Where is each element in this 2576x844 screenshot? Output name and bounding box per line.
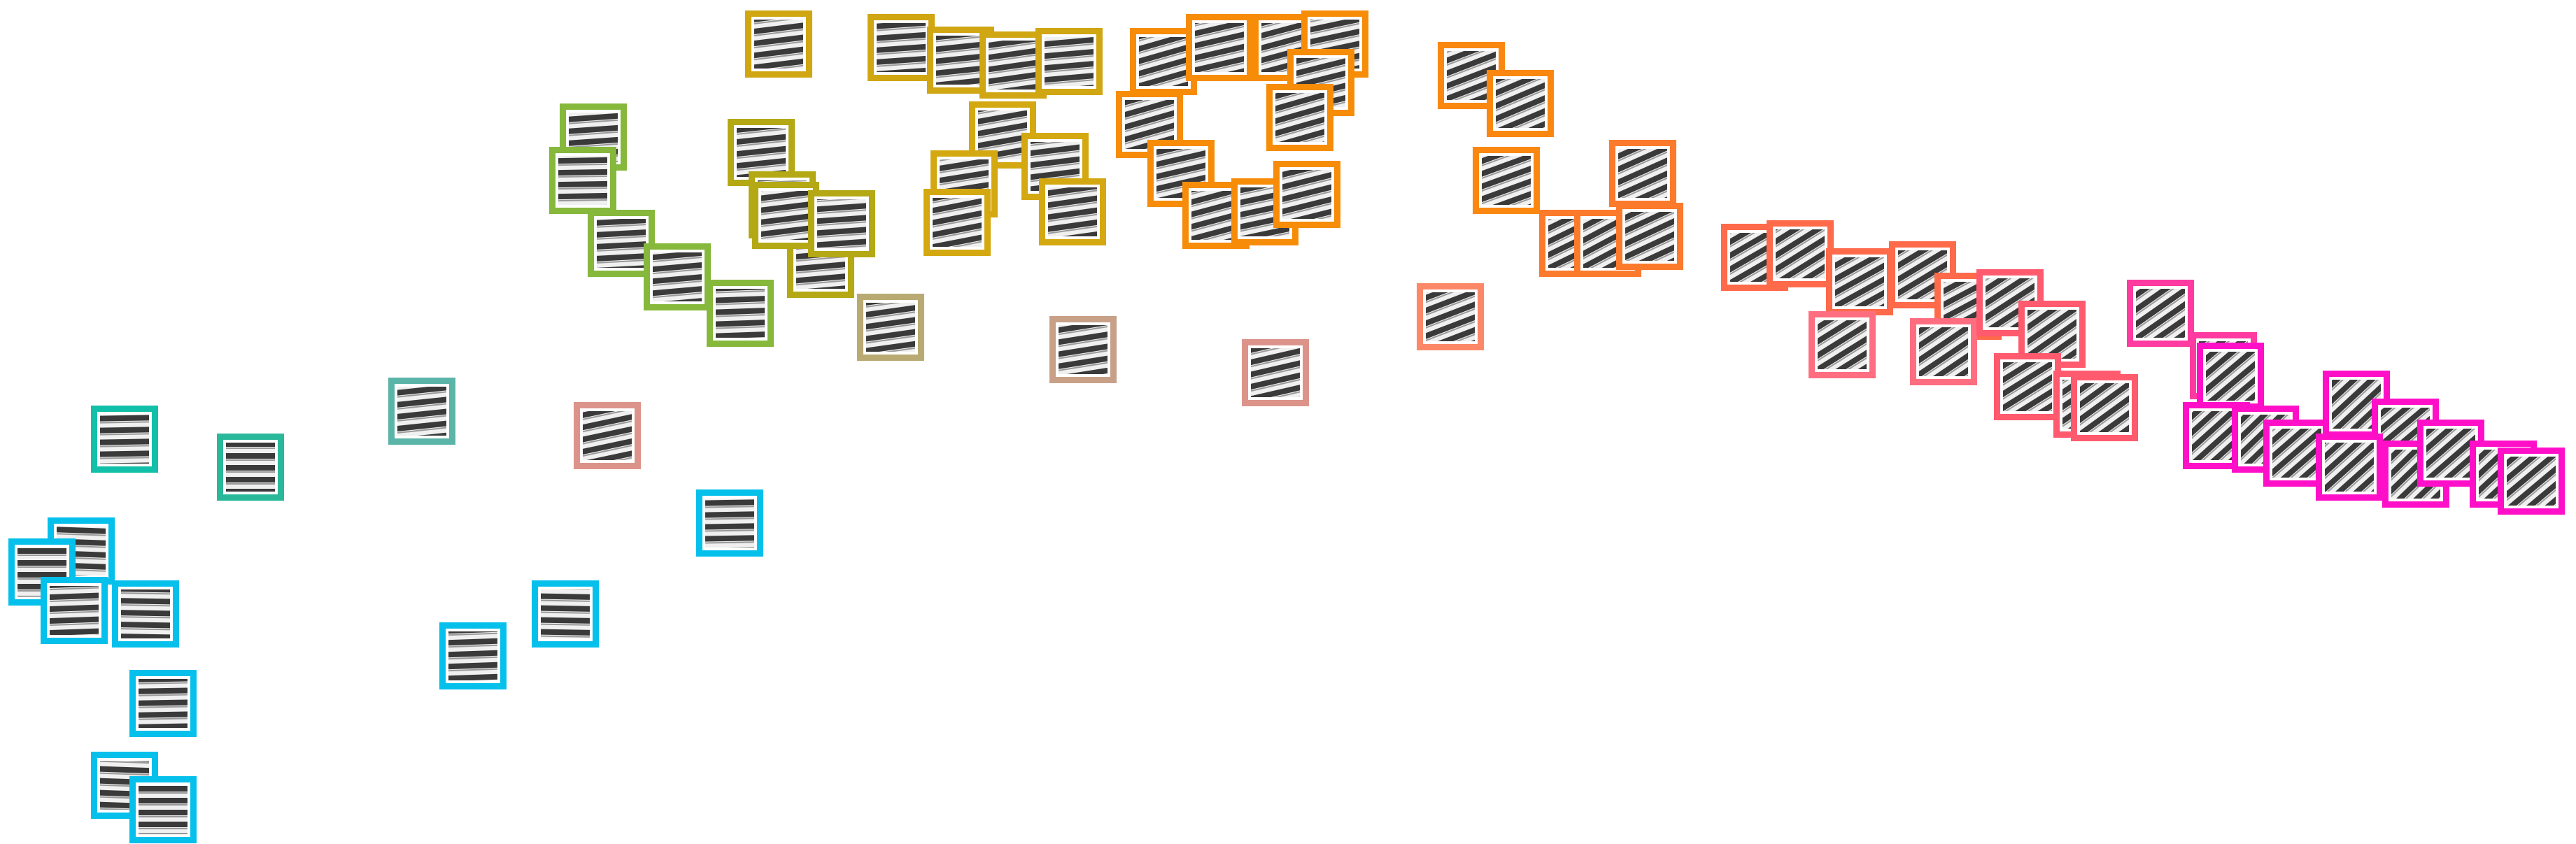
stripe-texture (1139, 37, 1188, 86)
stripe-texture (1618, 149, 1667, 198)
stripe-texture (2206, 352, 2255, 401)
texture-tile (707, 280, 774, 347)
stripe-texture (1426, 292, 1475, 341)
stripe-texture (2136, 289, 2185, 338)
texture-tile (1609, 140, 1676, 207)
texture-tile (696, 489, 763, 557)
stripe-texture (866, 303, 915, 352)
texture-tile (1186, 14, 1253, 81)
texture-tile (1273, 161, 1340, 228)
stripe-texture (653, 252, 702, 301)
stripe-texture (989, 41, 1038, 90)
texture-tile (549, 147, 616, 214)
texture-tile (2498, 448, 2565, 515)
texture-tile (1266, 84, 1333, 151)
stripe-texture (50, 586, 99, 635)
stripe-texture (1048, 187, 1097, 236)
texture-tile (1616, 203, 1683, 270)
texture-tile (2417, 420, 2484, 487)
texture-tile (112, 580, 179, 648)
stripe-texture (754, 20, 803, 69)
stripe-texture (121, 589, 170, 638)
stripe-texture (541, 589, 590, 638)
stripe-texture (705, 499, 754, 548)
stripe-texture (817, 199, 866, 248)
texture-tile (1826, 248, 1893, 315)
stripe-texture (1818, 320, 1867, 369)
stripe-texture (597, 219, 646, 268)
texture-tile (1116, 91, 1183, 158)
stripe-texture (1776, 229, 1825, 278)
texture-tile (2127, 280, 2194, 347)
texture-tile (923, 189, 991, 256)
texture-tile (979, 31, 1047, 99)
stripe-texture (1625, 212, 1674, 261)
texture-tile (2316, 434, 2383, 501)
texture-tile (217, 434, 284, 501)
stripe-texture (1482, 156, 1531, 205)
stripe-texture (448, 631, 497, 680)
stripe-texture (2325, 443, 2374, 492)
texture-tile (1039, 178, 1106, 245)
texture-tile (2071, 374, 2138, 441)
texture-tile (857, 294, 924, 361)
stripe-texture (2272, 429, 2321, 478)
stripe-texture (226, 443, 275, 492)
stripe-texture (1496, 79, 1545, 128)
stripe-texture (933, 198, 982, 247)
stripe-texture (583, 411, 632, 460)
stripe-texture (100, 415, 149, 464)
texture-tile (1242, 339, 1309, 406)
texture-tile (808, 190, 875, 257)
stripe-texture (761, 191, 810, 240)
stripe-texture (1282, 170, 1331, 219)
stripe-texture (737, 128, 786, 177)
stripe-texture (2080, 383, 2129, 432)
stripe-texture (2507, 457, 2556, 506)
texture-tile (644, 243, 711, 310)
texture-tile (745, 10, 812, 78)
stripe-texture (1195, 23, 1244, 72)
texture-tile (1035, 28, 1103, 95)
texture-tile (129, 776, 197, 843)
stripe-texture (2426, 429, 2475, 478)
stripe-texture (877, 23, 926, 72)
stripe-texture (397, 387, 446, 436)
texture-tile (2197, 343, 2264, 410)
texture-tile (41, 577, 108, 644)
texture-tile (388, 378, 455, 445)
texture-tile (1767, 220, 1834, 287)
texture-tile (91, 406, 158, 473)
tiles-layer (8, 10, 2565, 843)
texture-tile (439, 622, 507, 689)
texture-tile (1417, 283, 1484, 350)
stripe-texture (2003, 362, 2052, 411)
stripe-texture (1059, 325, 1107, 374)
texture-tile (574, 402, 641, 469)
stripe-texture (139, 679, 187, 728)
stripe-texture (1251, 348, 1300, 397)
stripe-texture (139, 785, 187, 834)
stripe-texture (1275, 93, 1324, 142)
stripe-texture (558, 156, 607, 205)
texture-tile (1910, 318, 1977, 385)
stripe-texture (2027, 310, 2076, 359)
stripe-texture (936, 36, 985, 85)
texture-tile (1994, 353, 2061, 420)
texture-tile (868, 14, 935, 81)
texture-tile (1473, 147, 1540, 214)
texture-tile (1809, 311, 1876, 378)
texture-tile (1130, 28, 1197, 95)
stripe-texture (1835, 257, 1884, 306)
stripe-texture (1045, 37, 1094, 86)
stripe-texture (716, 289, 765, 338)
texture-tile (532, 580, 599, 648)
texture-tile (129, 670, 197, 737)
texture-tile (1487, 70, 1554, 137)
stripe-texture (1919, 327, 1968, 376)
texture-tile (1049, 316, 1117, 383)
